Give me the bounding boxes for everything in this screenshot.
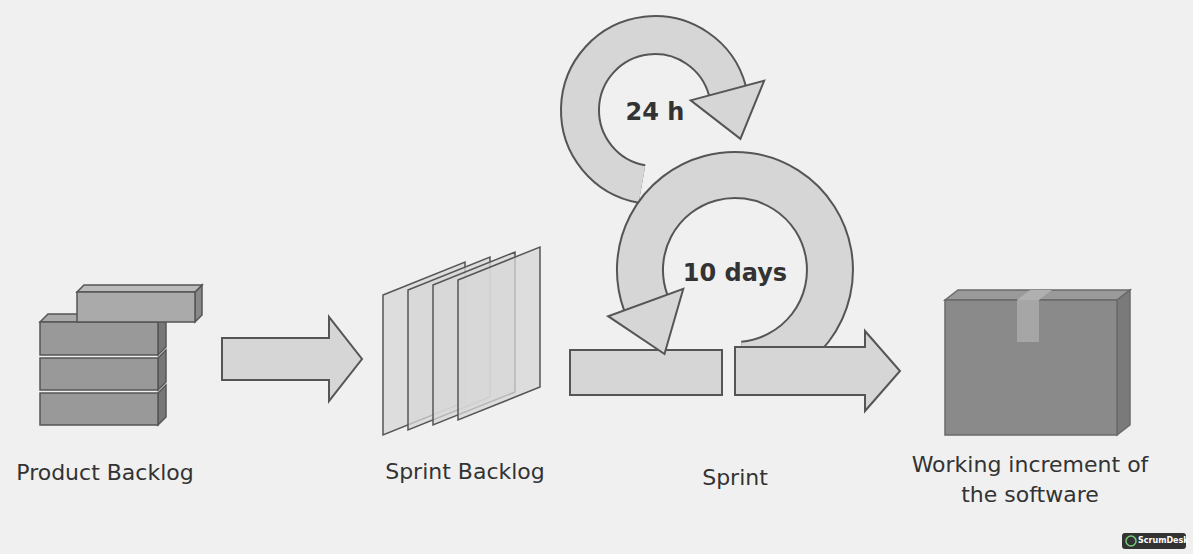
node-label: 24 h [600, 97, 710, 127]
block-arrow [222, 317, 362, 401]
diagram-node: 10 daysSprint [615, 155, 855, 495]
logo-icon [1126, 536, 1136, 546]
node-label: Working increment of the software [910, 450, 1150, 510]
node-label: Sprint [615, 463, 855, 493]
diagram-node: 24 h [600, 95, 710, 131]
sheets [383, 247, 540, 435]
watermark: ScrumDesk [1138, 536, 1189, 546]
node-label: Sprint Backlog [370, 457, 560, 487]
node-label: 10 days [615, 258, 855, 288]
block-arrow [735, 331, 900, 411]
sprint-bar [570, 350, 722, 395]
diagram-node: Sprint Backlog [370, 245, 560, 500]
diagram-node: Working increment of the software [900, 445, 1160, 515]
backlog-stack [40, 285, 202, 425]
increment-box [945, 290, 1130, 435]
diagram-node: Product Backlog [0, 280, 210, 500]
node-label: Product Backlog [0, 458, 210, 488]
